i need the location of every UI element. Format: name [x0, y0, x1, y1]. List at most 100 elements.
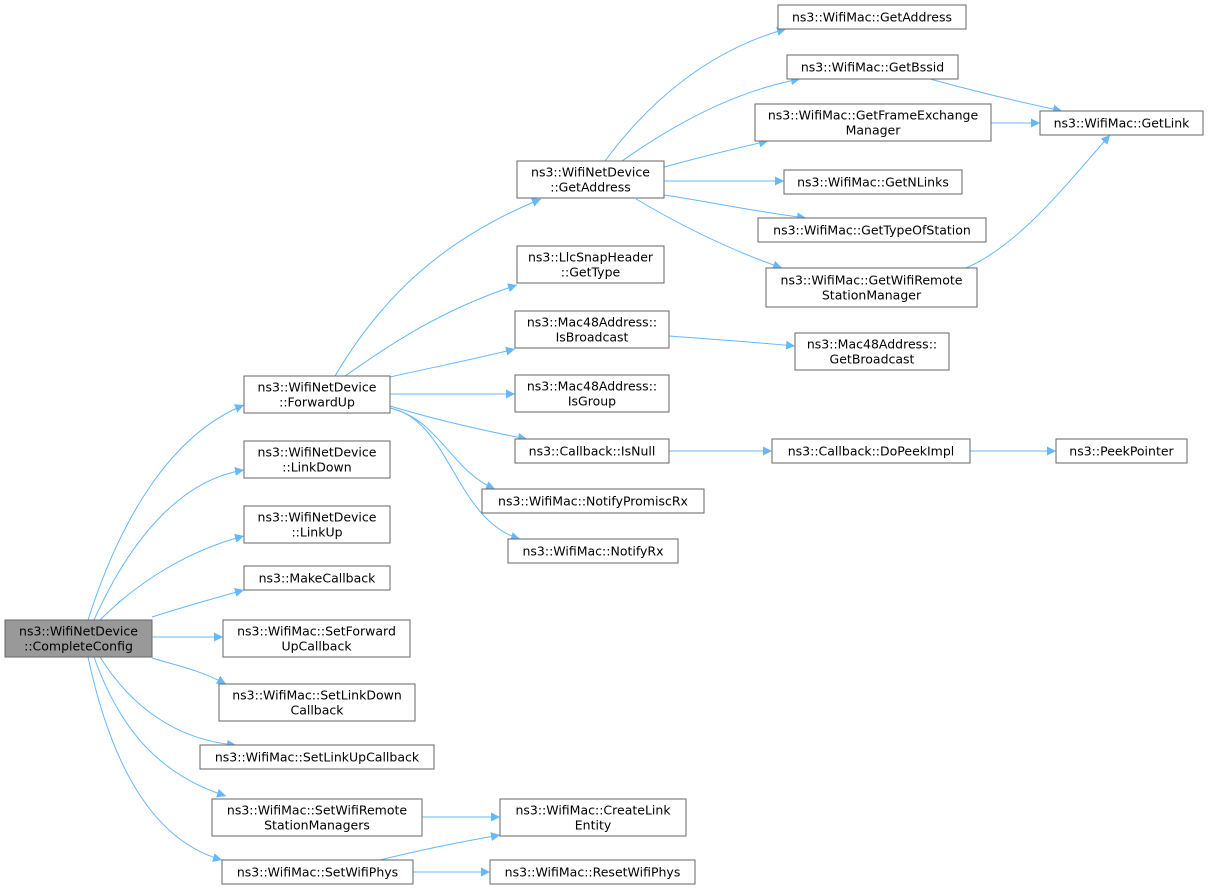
node-get-wifi-remote-station-manager[interactable]: ns3::WifiMac::GetWifiRemoteStationManage…: [765, 267, 978, 308]
edge-forward_up-to-callback_is_null: [389, 405, 528, 442]
node-label: ns3::WifiMac::GetFrameExchange: [768, 108, 979, 123]
node-box: [243, 440, 391, 479]
node-label: ::GetAddress: [550, 180, 630, 195]
node-callback-is-null[interactable]: ns3::Callback::IsNull: [514, 438, 670, 464]
node-box: [222, 619, 411, 658]
node-label: Manager: [846, 123, 902, 138]
edge-complete_config-to-set_wifi_phys: [87, 656, 223, 862]
node-box: [783, 169, 963, 195]
node-forward-up[interactable]: ns3::WifiNetDevice::ForwardUp: [243, 375, 391, 414]
node-get-type-of-station[interactable]: ns3::WifiMac::GetTypeOfStation: [757, 217, 987, 243]
node-box: [481, 488, 705, 514]
node-label: Entity: [575, 818, 612, 833]
node-set-wifi-remote-station-managers[interactable]: ns3::WifiMac::SetWifiRemoteStationManage…: [211, 798, 423, 837]
node-complete-config[interactable]: ns3::WifiNetDevice::CompleteConfig: [4, 619, 153, 658]
node-box: [516, 160, 665, 199]
edge-complete_config-to-set_link_down_callback: [151, 657, 227, 685]
node-box: [757, 217, 987, 243]
node-box: [243, 505, 391, 544]
node-label: ns3::WifiNetDevice: [258, 510, 377, 525]
edge-set_wifi_phys-to-create_link_entity: [379, 832, 501, 861]
node-label: ns3::WifiMac::NotifyRx: [522, 544, 663, 559]
edge-forward_up-to-net_get_address: [334, 198, 542, 377]
node-label: IsBroadcast: [556, 330, 629, 345]
node-box: [1055, 438, 1188, 464]
node-label: StationManagers: [264, 818, 370, 833]
node-label: ns3::WifiMac::GetLink: [1054, 116, 1191, 131]
node-label: ns3::WifiMac::CreateLink: [515, 803, 671, 818]
node-box: [243, 565, 391, 591]
node-peek-pointer[interactable]: ns3::PeekPointer: [1055, 438, 1188, 464]
node-box: [507, 538, 679, 564]
node-do-peek-impl[interactable]: ns3::Callback::DoPeekImpl: [771, 438, 971, 464]
node-label: ns3::WifiMac::GetTypeOfStation: [773, 223, 971, 238]
node-notify-promisc-rx[interactable]: ns3::WifiMac::NotifyPromiscRx: [481, 488, 705, 514]
node-label: StationManager: [822, 288, 922, 303]
node-box: [786, 54, 959, 80]
node-reset-wifi-phys[interactable]: ns3::WifiMac::ResetWifiPhys: [489, 859, 696, 885]
node-is-broadcast[interactable]: ns3::Mac48Address::IsBroadcast: [514, 310, 670, 349]
node-label: ns3::WifiNetDevice: [258, 445, 377, 460]
node-get-bssid[interactable]: ns3::WifiMac::GetBssid: [786, 54, 959, 80]
node-box: [211, 798, 423, 837]
node-box: [1039, 110, 1204, 136]
node-label: Callback: [290, 703, 344, 718]
node-box: [243, 375, 391, 414]
node-layer: ns3::WifiNetDevice::CompleteConfigns3::W…: [4, 4, 1204, 885]
node-label: ns3::WifiMac::SetLinkDown: [232, 688, 402, 703]
node-net-get-address[interactable]: ns3::WifiNetDevice::GetAddress: [516, 160, 665, 199]
node-box: [516, 245, 665, 284]
edge-get_wifi_remote_station_manager-to-get_link: [965, 134, 1111, 269]
node-set-wifi-phys[interactable]: ns3::WifiMac::SetWifiPhys: [221, 859, 414, 885]
node-get-n-links[interactable]: ns3::WifiMac::GetNLinks: [783, 169, 963, 195]
edge-layer: [87, 27, 1111, 877]
node-box: [765, 267, 978, 308]
node-box: [514, 438, 670, 464]
node-notify-rx[interactable]: ns3::WifiMac::NotifyRx: [507, 538, 679, 564]
node-label: ns3::Callback::IsNull: [529, 444, 656, 459]
edge-complete_config-to-link_down: [93, 466, 245, 621]
node-label: ::LinkDown: [282, 460, 351, 475]
node-mac-get-address[interactable]: ns3::WifiMac::GetAddress: [777, 4, 967, 30]
node-get-broadcast[interactable]: ns3::Mac48Address::GetBroadcast: [794, 332, 950, 371]
node-box: [794, 332, 950, 371]
edge-forward_up-to-notify_rx: [389, 407, 521, 541]
edge-complete_config-to-set_link_up_callback: [99, 656, 237, 749]
node-label: ::GetType: [561, 265, 621, 280]
node-make-callback[interactable]: ns3::MakeCallback: [243, 565, 391, 591]
edge-complete_config-to-make_callback: [151, 588, 245, 618]
node-box: [489, 859, 696, 885]
node-link-up[interactable]: ns3::WifiNetDevice::LinkUp: [243, 505, 391, 544]
node-label: ns3::WifiMac::GetAddress: [792, 10, 952, 25]
node-label: ns3::Mac48Address::: [527, 315, 657, 330]
node-is-group[interactable]: ns3::Mac48Address::IsGroup: [514, 374, 670, 413]
node-label: ns3::Callback::DoPeekImpl: [788, 444, 955, 459]
edge-complete_config-to-forward_up: [87, 404, 245, 621]
node-llc-get-type[interactable]: ns3::LlcSnapHeader::GetType: [516, 245, 665, 284]
node-box: [218, 683, 416, 722]
node-box: [754, 103, 992, 142]
node-get-link[interactable]: ns3::WifiMac::GetLink: [1039, 110, 1204, 136]
edge-net_get_address-to-mac_get_address: [604, 27, 787, 162]
node-label: ::CompleteConfig: [24, 639, 133, 654]
edge-net_get_address-to-get_type_of_station: [663, 194, 807, 222]
node-label: ns3::WifiMac::ResetWifiPhys: [505, 865, 681, 880]
node-box: [771, 438, 971, 464]
node-label: ns3::WifiMac::GetWifiRemote: [781, 273, 963, 288]
node-label: ns3::WifiNetDevice: [258, 380, 377, 395]
node-box: [514, 310, 670, 349]
node-label: ns3::WifiMac::GetBssid: [801, 60, 944, 75]
edge-net_get_address-to-get_bssid: [621, 76, 801, 162]
node-label: ns3::WifiMac::SetLinkUpCallback: [215, 750, 420, 765]
node-label: ns3::LlcSnapHeader: [528, 250, 654, 265]
node-label: IsGroup: [568, 394, 616, 409]
edge-forward_up-to-llc_get_type: [344, 283, 518, 377]
node-label: GetBroadcast: [830, 352, 915, 367]
node-set-link-up-callback[interactable]: ns3::WifiMac::SetLinkUpCallback: [199, 744, 435, 770]
node-link-down[interactable]: ns3::WifiNetDevice::LinkDown: [243, 440, 391, 479]
